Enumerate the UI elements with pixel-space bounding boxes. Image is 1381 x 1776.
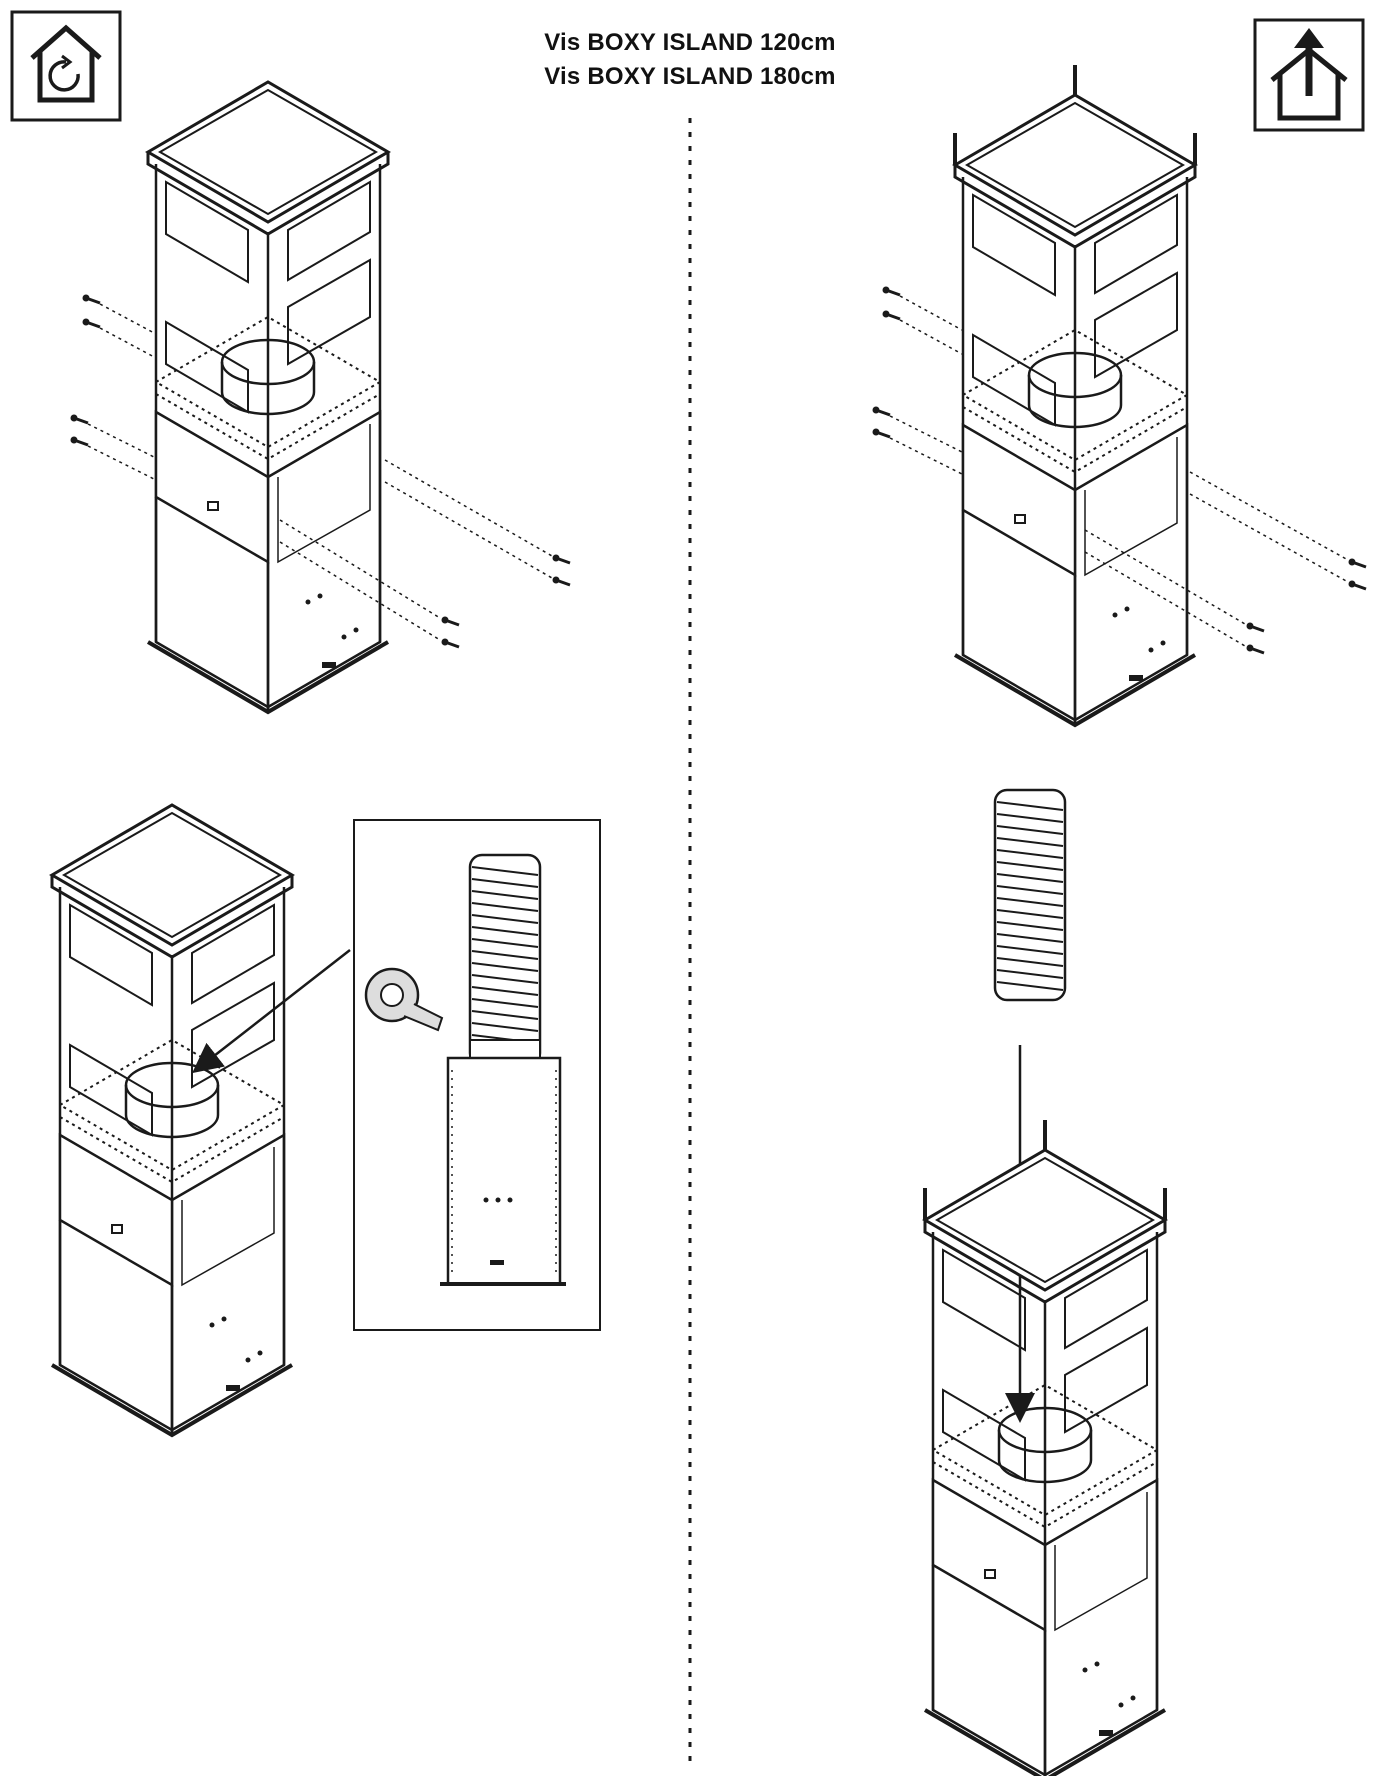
tape-roll-icon bbox=[364, 967, 444, 1032]
page-title: Vis BOXY ISLAND 120cm Vis BOXY ISLAND 18… bbox=[430, 26, 950, 94]
flexible-duct bbox=[468, 853, 542, 1067]
detail-pointer bbox=[192, 949, 351, 1074]
title-line-1: Vis BOXY ISLAND 120cm bbox=[544, 29, 836, 56]
screw-set-left bbox=[69, 293, 157, 481]
screw-set-right-ducted bbox=[1084, 471, 1368, 655]
house-exhaust-icon bbox=[1253, 18, 1365, 132]
step-ducted-duct-insertion bbox=[923, 788, 1167, 1776]
screw-set-right bbox=[279, 459, 572, 649]
screw-set-left-ducted bbox=[871, 285, 963, 475]
house-recirculation-icon bbox=[10, 10, 122, 122]
title-line-2: Vis BOXY ISLAND 180cm bbox=[544, 63, 836, 90]
motor-outlet bbox=[440, 1039, 566, 1286]
step-recirc-duct-taping bbox=[50, 803, 601, 1437]
detail-box bbox=[353, 819, 601, 1331]
flexible-duct-ducted bbox=[993, 788, 1067, 1002]
step-ducted-frame-screws bbox=[871, 63, 1368, 727]
step-recirc-frame-screws bbox=[69, 80, 572, 714]
